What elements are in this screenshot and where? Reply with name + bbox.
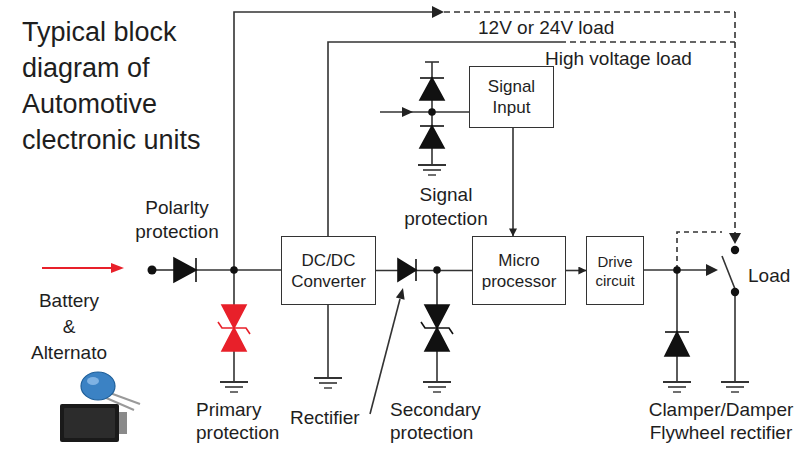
wire	[327, 305, 329, 378]
arrowhead	[729, 233, 741, 244]
chip-tab	[118, 412, 127, 434]
arrowhead	[396, 288, 405, 300]
diode-symbol	[420, 126, 444, 148]
connector-line	[566, 270, 586, 272]
connector-line	[376, 270, 472, 272]
diode-symbol	[665, 332, 689, 356]
process-box: Signal Input	[469, 66, 554, 128]
diode-bar	[665, 331, 689, 333]
wire	[425, 61, 439, 63]
process-box: DC/DC Converter	[281, 236, 376, 305]
diode-symbol	[174, 258, 196, 282]
wire	[196, 269, 285, 271]
diagram-title: Typical block diagram of Automotive clec…	[22, 14, 227, 158]
arrowhead	[402, 107, 413, 117]
ground-symbol	[220, 382, 248, 392]
annotation-label: Polarlty protection	[122, 196, 232, 244]
tvs-symbol	[222, 328, 246, 351]
annotation-label: Rectifier	[290, 406, 360, 430]
wire	[436, 270, 438, 305]
annotation-label: High voltage load	[545, 47, 692, 71]
wire	[436, 351, 438, 382]
wire	[234, 12, 434, 270]
connector-line	[512, 128, 514, 236]
process-box: Drive circuit	[586, 236, 644, 305]
diode-bar	[195, 258, 197, 282]
arrowhead	[432, 6, 444, 18]
junction-dot	[673, 266, 681, 274]
chip-face	[64, 408, 115, 438]
tvs-symbol	[222, 305, 246, 328]
process-box: Micro processor	[472, 236, 566, 305]
wire	[734, 296, 736, 382]
switch-lever	[722, 256, 735, 289]
box-label: Micro processor	[473, 250, 565, 292]
leader-line	[370, 299, 400, 414]
box-label: Signal Input	[470, 76, 553, 118]
switch-contact	[731, 246, 739, 254]
diode-bar	[420, 77, 444, 79]
annotation-label: Secondary protection	[390, 398, 490, 444]
ground-symbol	[423, 382, 451, 392]
tvs-bar	[218, 322, 250, 334]
wire	[233, 270, 235, 305]
input-arrow	[42, 267, 114, 269]
input-arrowhead	[111, 263, 124, 273]
wire	[431, 148, 433, 165]
varistor-lead	[110, 393, 140, 404]
wire	[328, 42, 560, 236]
box-label: Drive circuit	[587, 252, 643, 290]
dashed-wire	[444, 11, 735, 13]
wire	[431, 62, 433, 78]
diode-bar	[415, 259, 417, 281]
diode-symbol	[398, 259, 416, 281]
wire	[676, 356, 678, 382]
ground-symbol	[721, 382, 749, 392]
ground-symbol	[418, 165, 446, 175]
switch-contact	[731, 288, 739, 296]
dashed-wire	[560, 41, 735, 43]
box-label: DC/DC Converter	[282, 250, 375, 292]
tvs-bar	[421, 322, 453, 334]
tvs-symbol	[425, 305, 449, 328]
junction-dot	[433, 266, 441, 274]
tvs-symbol	[425, 328, 449, 351]
diode-symbol	[420, 78, 444, 100]
varistor-highlight	[87, 377, 99, 385]
wire	[676, 270, 678, 332]
chip-picture	[60, 404, 119, 442]
arrowhead	[706, 264, 718, 276]
annotation-label: Clamper/Damper Flywheel rectifier	[641, 398, 801, 444]
annotation-label: Load	[748, 264, 790, 288]
dashed-wire	[677, 232, 722, 270]
wire	[432, 111, 473, 113]
annotation-label: Battery & Alternato	[30, 288, 108, 366]
varistor-picture	[81, 372, 115, 400]
annotation-label: Primary protection	[196, 398, 296, 444]
junction-dot	[230, 266, 238, 274]
ground-symbol	[314, 378, 342, 388]
junction-dot	[428, 108, 436, 116]
annotation-label: Signal protection	[398, 183, 494, 231]
ground-symbol	[663, 382, 691, 392]
terminal-dot	[148, 266, 157, 275]
wire	[233, 351, 235, 382]
dashed-wire	[734, 12, 736, 233]
diode-bar	[420, 125, 444, 127]
annotation-label: 12V or 24V load	[478, 16, 614, 40]
